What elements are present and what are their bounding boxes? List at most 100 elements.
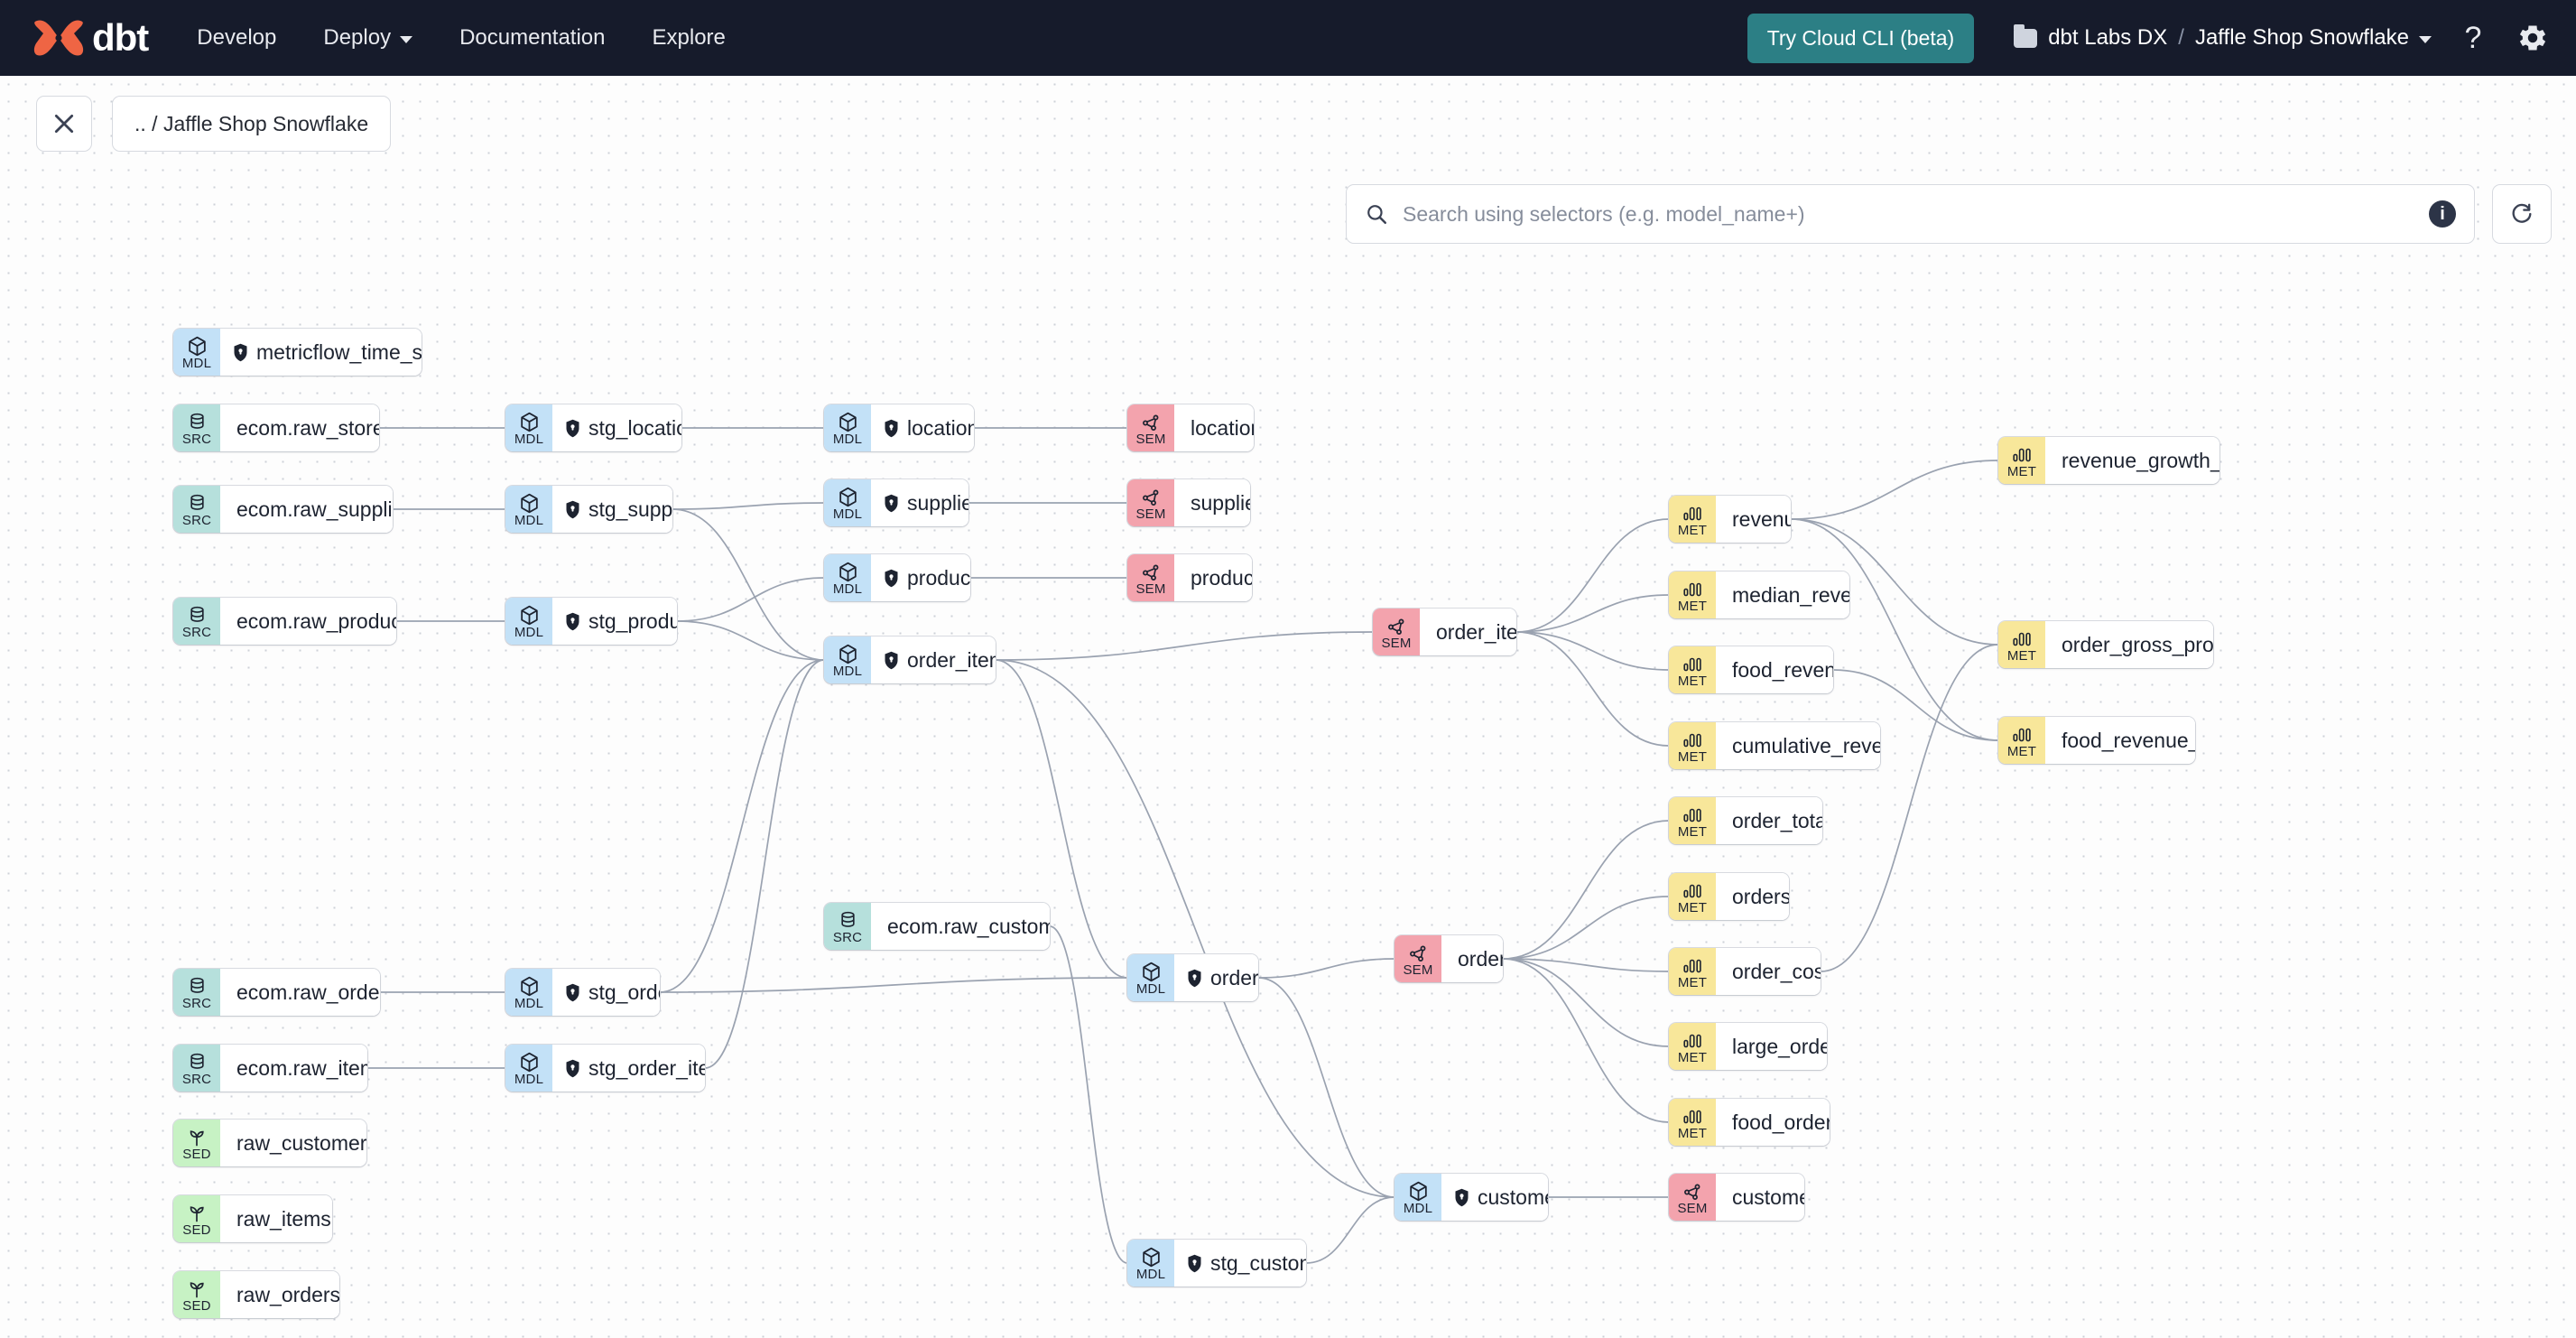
nav-link-develop[interactable]: Develop	[197, 25, 276, 51]
gear-icon[interactable]	[2515, 20, 2551, 56]
refresh-button[interactable]	[2492, 184, 2552, 244]
help-icon[interactable]: ?	[2455, 20, 2491, 56]
network-icon	[1682, 1182, 1703, 1202]
try-cloud-cli-button[interactable]: Try Cloud CLI (beta)	[1747, 13, 1975, 63]
graph-node-mdl_locations[interactable]: MDLlocations	[824, 404, 974, 451]
node-label-wrap: customers	[1716, 1174, 1804, 1221]
graph-node-met_order_total[interactable]: MET order_total	[1669, 797, 1822, 844]
nav-link-deploy[interactable]: Deploy	[323, 25, 413, 51]
node-label-text: locations	[907, 415, 974, 440]
graph-node-mdl_products[interactable]: MDLproducts	[824, 554, 970, 601]
node-type-badge-met: MET	[1669, 1023, 1716, 1070]
graph-node-sem_orders[interactable]: SEMorders	[1395, 935, 1503, 982]
search-info-icon[interactable]: i	[2429, 200, 2456, 228]
graph-node-sem_products[interactable]: SEMproducts	[1127, 554, 1252, 601]
node-label-wrap: stg_locations	[552, 404, 681, 451]
cube-icon	[518, 605, 541, 626]
database-icon	[838, 911, 858, 931]
graph-node-met_food_revenue_pct[interactable]: MET food_revenue_pct	[1998, 717, 2195, 764]
graph-node-mdl_orders[interactable]: MDLorders	[1127, 954, 1258, 1001]
graph-edge-stg_products--mdl_order_items	[676, 620, 825, 661]
node-type-label: SEM	[1381, 635, 1412, 651]
lineage-graph-canvas[interactable]: MDLmetricflow_time_spineSRCecom.raw_stor…	[0, 76, 2576, 1338]
graph-edge-sem_orders--met_order_total	[1502, 820, 1670, 960]
node-type-badge-sem: SEM	[1395, 935, 1441, 982]
graph-node-mdl_customers[interactable]: MDL customers	[1395, 1174, 1548, 1221]
node-type-badge-met: MET	[1669, 873, 1716, 920]
nav-link-documentation-label: Documentation	[459, 25, 606, 50]
dbt-logo[interactable]: dbt	[32, 0, 149, 76]
node-type-badge-mdl: MDL	[1395, 1174, 1441, 1221]
node-label-wrap: food_revenue	[1716, 646, 1833, 693]
graph-edge-met_order_cost--met_order_gross_profit	[1820, 644, 1999, 972]
node-label-text: ecom.raw_orders	[236, 980, 380, 1004]
node-label-text: customers	[1478, 1185, 1548, 1209]
node-label-text: food_revenue_pct	[2062, 728, 2195, 752]
graph-node-sem_supplies[interactable]: SEMsupplies	[1127, 479, 1250, 526]
close-button[interactable]	[36, 96, 92, 152]
node-label-wrap: cumulative_revenue	[1716, 722, 1880, 769]
search-bar[interactable]: i	[1346, 184, 2475, 244]
graph-edge-stg_orders--mdl_orders	[659, 977, 1128, 993]
network-icon	[1140, 562, 1162, 582]
node-type-label: MDL	[1403, 1200, 1433, 1216]
node-type-badge-sem: SEM	[1127, 404, 1174, 451]
graph-node-ecom_raw_orders[interactable]: SRC ecom.raw_orders	[173, 969, 380, 1016]
nav-link-explore[interactable]: Explore	[653, 25, 726, 51]
dbt-logo-text: dbt	[92, 16, 149, 59]
node-type-badge-met: MET	[1669, 646, 1716, 693]
node-label-wrap: order_cost	[1716, 948, 1821, 995]
lineage-breadcrumb-chip[interactable]: .. / Jaffle Shop Snowflake	[112, 96, 392, 152]
node-type-label: MET	[2006, 743, 2037, 759]
cube-icon	[837, 412, 859, 432]
breadcrumb-account[interactable]: dbt Labs DX	[2048, 25, 2168, 50]
graph-edge-stg_products--mdl_products	[676, 577, 825, 622]
nav-link-documentation[interactable]: Documentation	[459, 25, 605, 51]
node-type-label: SRC	[181, 995, 212, 1011]
breadcrumb-project-selector[interactable]: Jaffle Shop Snowflake	[2195, 25, 2432, 51]
graph-node-sem_customers[interactable]: SEMcustomers	[1669, 1174, 1804, 1221]
node-label-wrap: orders	[1441, 935, 1503, 982]
network-icon	[1140, 488, 1162, 507]
node-label-wrap: metricflow_time_spine	[220, 329, 422, 376]
node-type-label: MET	[1677, 823, 1708, 840]
protected-shield-icon	[885, 651, 898, 669]
protected-shield-icon	[1455, 1188, 1469, 1206]
node-label-text: revenue	[1732, 506, 1791, 531]
cube-icon	[837, 562, 859, 582]
search-input[interactable]	[1401, 200, 2429, 228]
node-label-text: order_cost	[1732, 959, 1821, 983]
graph-node-mdl_supplies[interactable]: MDLsupplies	[824, 479, 968, 526]
top-navigation-right: Try Cloud CLI (beta) dbt Labs DX / Jaffl…	[1747, 13, 2551, 63]
node-label-text: order_total	[1732, 808, 1822, 832]
graph-node-sem_locations[interactable]: SEMlocations	[1127, 404, 1254, 451]
close-icon	[54, 114, 74, 134]
